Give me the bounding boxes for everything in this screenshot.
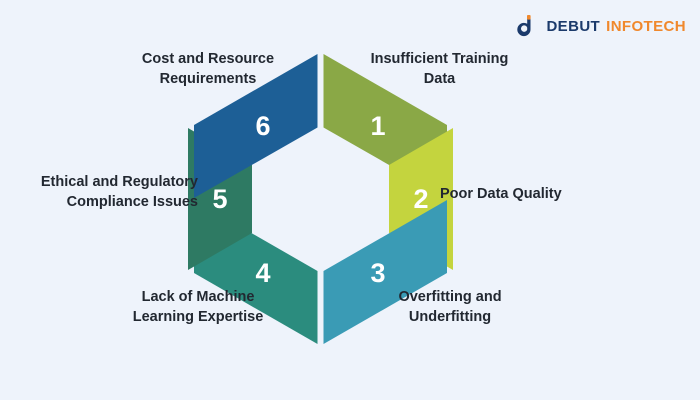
debut-infotech-d-mark-icon (513, 13, 539, 39)
brand-wordmark: DEBUT INFOTECH (546, 18, 686, 35)
hex-segment-2-label: Poor Data Quality (440, 186, 562, 202)
brand-name-secondary: INFOTECH (606, 17, 686, 35)
hex-segment-6[interactable] (194, 54, 318, 198)
hex-segment-3[interactable] (323, 200, 448, 344)
brand-logo: DEBUT INFOTECH (513, 12, 686, 40)
hex-segment-1-label: Insufficient Training Data (370, 51, 509, 87)
hex-segment-4-label: Lack of Machine Learning Expertise (132, 289, 264, 325)
hex-segment-5-label: Ethical and Regulatory Compliance Issues (40, 174, 198, 210)
hex-segment-3-label: Overfitting and Underfitting (398, 289, 502, 325)
brand-name-primary: DEBUT (546, 17, 601, 35)
hex-segment-6-label: Cost and Resource Requirements (141, 51, 275, 87)
